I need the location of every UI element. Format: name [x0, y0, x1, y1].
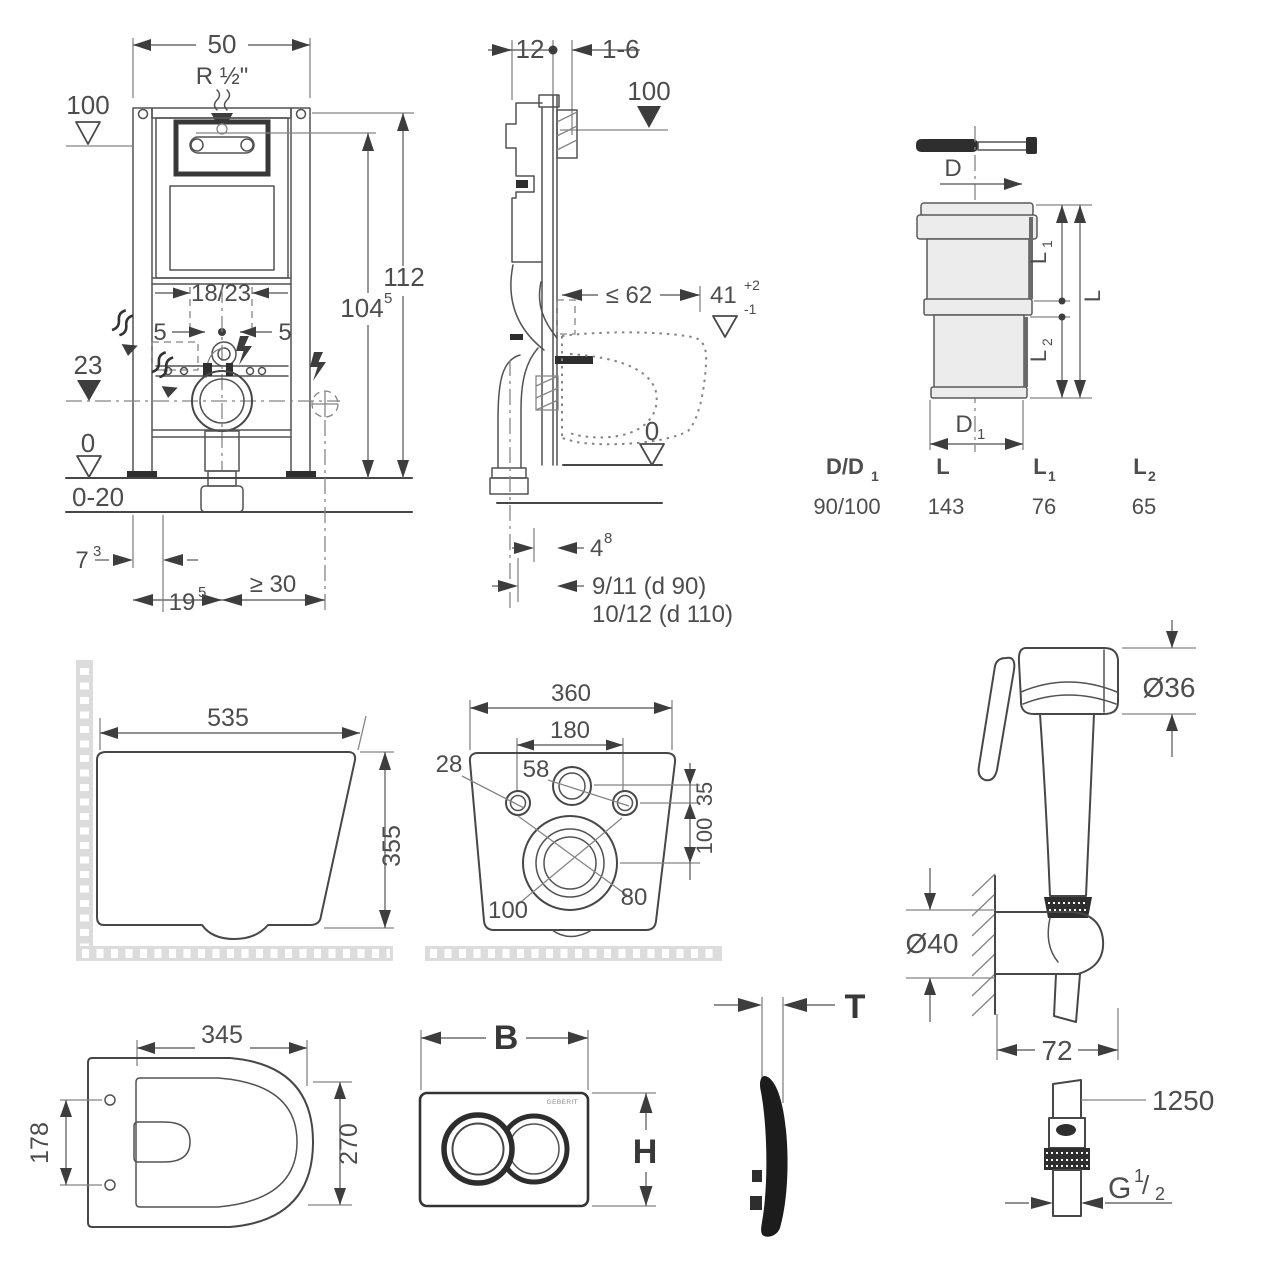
- dim-max-62: ≤ 62: [606, 282, 653, 309]
- table-header-l1: L: [1033, 454, 1046, 479]
- pan-width-360: 360: [551, 680, 591, 707]
- dim-bolt-span: 18/23: [191, 280, 251, 307]
- pan-side-view: 535 355: [76, 660, 722, 961]
- pipe-dim-l1: L: [1026, 252, 1051, 264]
- electric-icon: [236, 336, 252, 365]
- dim-height-104: 104: [340, 293, 383, 323]
- shower-holder-dia: Ø40: [906, 928, 959, 959]
- level-23-label: 23: [74, 350, 103, 380]
- hose-thread-sub: 2: [1155, 1184, 1165, 1204]
- pipe-dim-l: L: [1080, 290, 1105, 302]
- table-header-dd1: D/D: [826, 454, 864, 479]
- plate-logo: GEBERIT: [547, 1099, 578, 1106]
- hose-thread-slash: /: [1142, 1170, 1150, 1200]
- pan-gap-35: 35: [692, 782, 717, 806]
- seat-bolt-178: 178: [26, 1122, 54, 1164]
- plate-dim-b: B: [494, 1019, 519, 1057]
- pan-length-535: 535: [207, 704, 249, 732]
- dim-min-30: ≥ 30: [250, 571, 297, 598]
- side-level-0: 0: [645, 416, 659, 446]
- hot-water-icon: [111, 309, 138, 356]
- table-header-l2-sub: 2: [1148, 468, 1156, 484]
- pan-inlet-58: 58: [523, 756, 550, 783]
- pipe-dim-l2-sub: 2: [1039, 338, 1055, 346]
- table-value-l: 143: [928, 494, 965, 519]
- pan-outlet-100: 100: [488, 897, 528, 924]
- wall-hatch: [971, 873, 996, 1017]
- dim-seat-41-sub: -1: [744, 301, 757, 317]
- note-outlet-d90: 9/11 (d 90): [592, 573, 706, 600]
- level-0-label: 0: [81, 428, 95, 458]
- dim-rail-depth: 12: [516, 34, 545, 64]
- plate-dim-h: H: [633, 1133, 658, 1171]
- frame-front-view: 50 R ½" 18/23 5 5: [65, 29, 425, 616]
- table-header-dd1-sub: 1: [871, 468, 879, 484]
- table-value-l1: 76: [1032, 494, 1056, 519]
- dim-height-112: 112: [383, 262, 424, 292]
- pipe-dim-l1-sub: 1: [1039, 240, 1055, 248]
- shower-depth-72: 72: [1041, 1035, 1072, 1066]
- pan-top-view: 345 178 270: [26, 1021, 363, 1228]
- pan-gap-100: 100: [692, 818, 717, 855]
- dim-wall-range: 1-6: [602, 34, 640, 64]
- hose-drawing: 1250 G 1 / 2: [1005, 1079, 1214, 1217]
- dim-offset-4: 4: [590, 535, 603, 562]
- pan-height-355: 355: [378, 825, 406, 867]
- dim-height-104-sup: 5: [384, 290, 392, 307]
- dim-seat-41: 41: [710, 282, 737, 309]
- table-header-l: L: [936, 454, 949, 479]
- pan-bolt-180: 180: [550, 717, 590, 744]
- hot-water-icon: [151, 351, 178, 398]
- profile-dim-t: T: [845, 988, 866, 1026]
- frame-side-view: 12 1-6 100: [488, 34, 760, 628]
- dim-offset-left: 5: [153, 319, 166, 346]
- dim-seat-41-sup: +2: [744, 277, 760, 293]
- side-level-100: 100: [627, 76, 670, 106]
- dim-depth-7: 7: [75, 547, 88, 574]
- floor-range-label: 0-20: [72, 482, 124, 512]
- hose-length-1250: 1250: [1152, 1085, 1214, 1116]
- level-100-label: 100: [66, 90, 109, 120]
- dim-frame-width: 50: [208, 29, 237, 59]
- dim-depth-7-sup: 3: [93, 543, 101, 560]
- table-value-dd1: 90/100: [813, 494, 880, 519]
- pipe-dim-l2: L: [1026, 350, 1051, 362]
- shower-set-drawing: Ø36 Ø40 72: [906, 620, 1196, 1066]
- hose-thread-g: G: [1108, 1172, 1131, 1205]
- plate-profile-drawing: T: [714, 988, 866, 1237]
- table-header-l2: L: [1133, 454, 1146, 479]
- outlet-pipe-drawing: D L 1 L L 2 D: [916, 126, 1105, 452]
- dimension-table: D/D 1 L L 1 L 2 90/100 143 76 65: [813, 454, 1156, 519]
- pan-back-view: 360 180 28 58 100 80 35 100: [436, 680, 717, 938]
- hose-thread-sup: 1: [1134, 1166, 1144, 1186]
- dim-foot-19-sup: 5: [198, 584, 206, 601]
- dim-foot-19: 19: [169, 589, 196, 616]
- seat-width-345: 345: [201, 1021, 243, 1049]
- flush-plate-drawing: B GEBERIT H: [418, 1019, 658, 1208]
- seat-depth-270: 270: [335, 1123, 363, 1165]
- label-water-thread: R ½": [196, 63, 249, 90]
- table-value-l2: 65: [1132, 494, 1156, 519]
- note-outlet-d110: 10/12 (d 110): [592, 601, 733, 628]
- pipe-dim-d: D: [944, 155, 961, 182]
- electric-icon: [310, 352, 326, 381]
- dim-offset-right: 5: [278, 319, 291, 346]
- pipe-dim-d1: D: [955, 411, 972, 438]
- shower-head-dia: Ø36: [1143, 672, 1196, 703]
- pan-inner-80: 80: [621, 884, 648, 911]
- pan-hole-28: 28: [436, 751, 463, 778]
- pipe-dim-d1-sub: 1: [977, 426, 985, 443]
- electric-connection-icon: [311, 390, 339, 418]
- dim-offset-4-sup: 8: [604, 530, 612, 547]
- table-header-l1-sub: 1: [1048, 468, 1056, 484]
